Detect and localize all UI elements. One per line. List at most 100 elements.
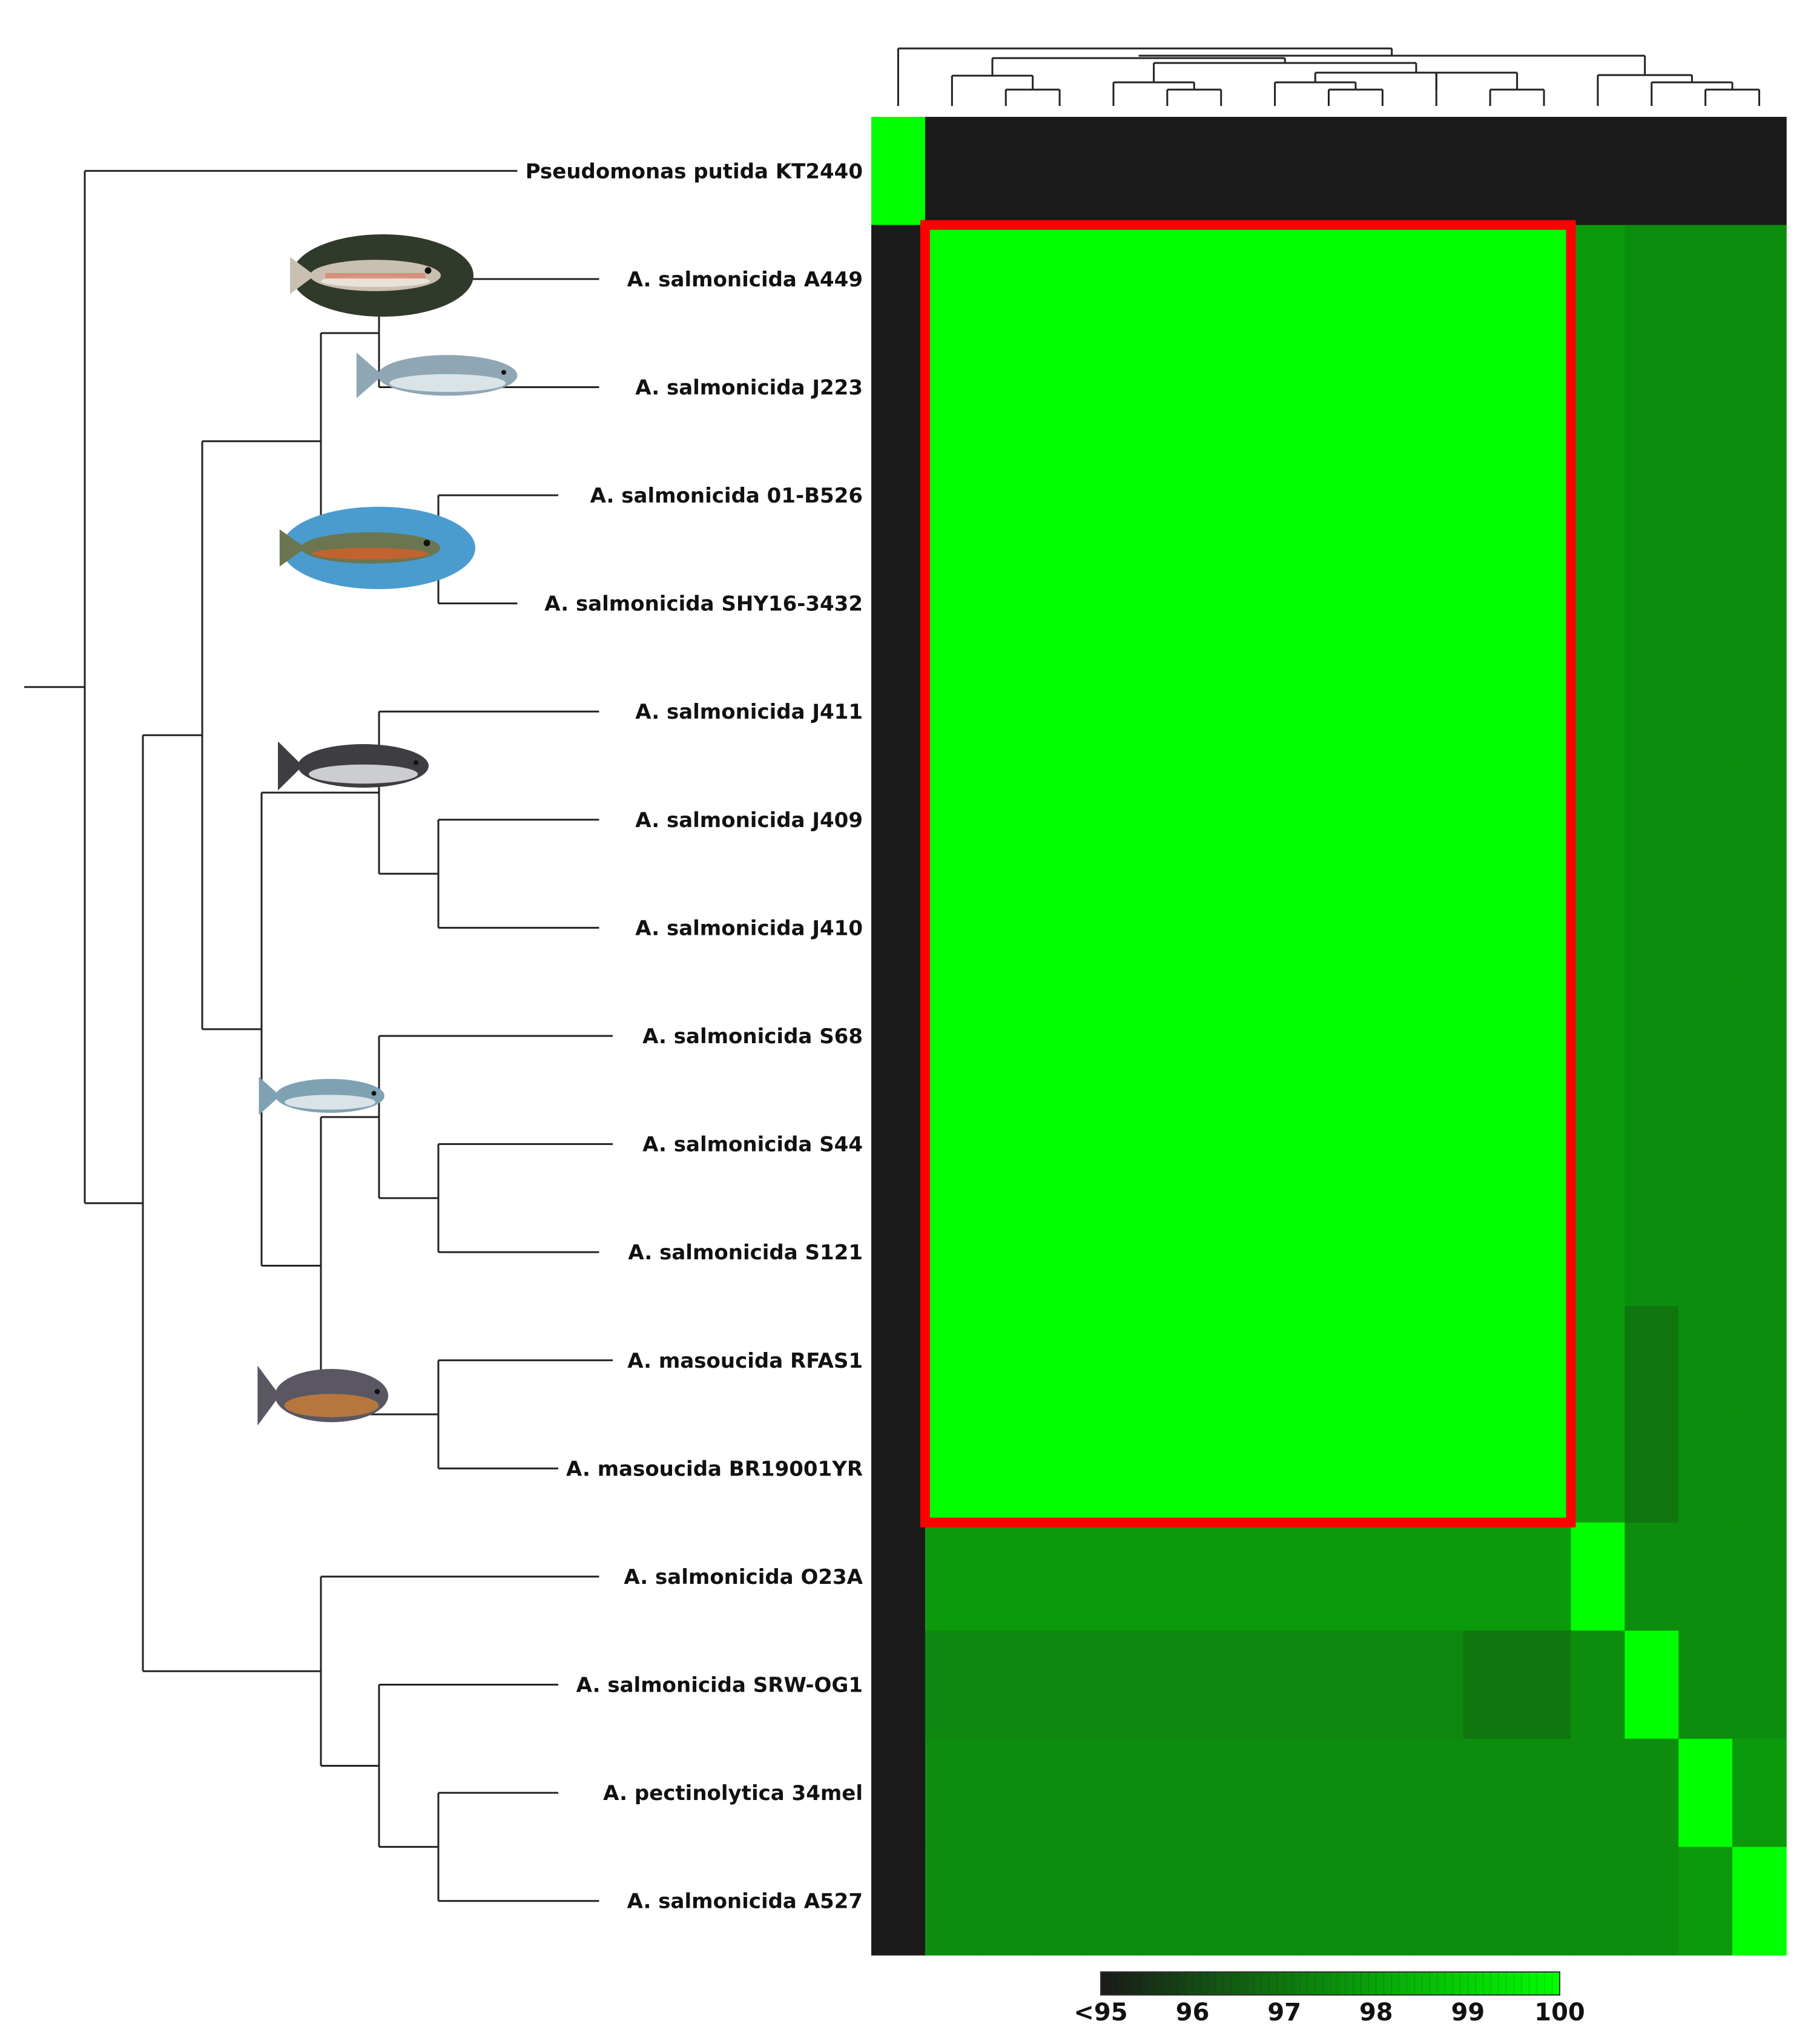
- heatmap-cell: [925, 1306, 980, 1415]
- color-scale-tick: 99: [1451, 1999, 1485, 2026]
- heatmap-cell: [1732, 117, 1787, 226]
- heatmap-cell: [1624, 874, 1680, 983]
- heatmap-cell: [1463, 765, 1518, 874]
- heatmap-cell: [1409, 1738, 1464, 1848]
- heatmap-cell: [1248, 1306, 1302, 1415]
- color-scale-tick: 97: [1267, 1999, 1301, 2026]
- heatmap-cell: [1409, 225, 1464, 334]
- heatmap-cell: [1086, 549, 1141, 658]
- heatmap-cell: [1248, 1198, 1302, 1307]
- heatmap-cell: [1355, 1847, 1410, 1956]
- heatmap-cell: [1248, 549, 1302, 658]
- heatmap-cell: [1463, 1847, 1518, 1956]
- heatmap-cell: [1624, 1306, 1680, 1415]
- heatmap-cell: [1463, 1522, 1518, 1632]
- heatmap-cell: [1678, 117, 1733, 226]
- heatmap-cell: [978, 1198, 1034, 1307]
- heatmap-cell: [1032, 1522, 1087, 1632]
- heatmap-cell: [1302, 1630, 1356, 1739]
- heatmap-cell: [978, 981, 1034, 1091]
- heatmap-cell: [1355, 1522, 1410, 1632]
- heatmap-cell: [1248, 657, 1302, 766]
- row-label: A. salmonicida 01-B526: [590, 484, 863, 508]
- heatmap-cell: [1302, 225, 1356, 334]
- heatmap-cell: [1086, 225, 1141, 334]
- heatmap-cell: [1032, 225, 1087, 334]
- heatmap-cell: [1732, 1630, 1787, 1739]
- heatmap-cell: [1194, 117, 1248, 226]
- heatmap-cell: [1355, 657, 1410, 766]
- heatmap-cell: [978, 1090, 1034, 1199]
- heatmap-cell: [1194, 1414, 1248, 1523]
- heatmap-cell: [871, 225, 926, 334]
- heatmap-cell: [1678, 657, 1733, 766]
- heatmap-cell: [871, 1090, 926, 1199]
- heatmap-cell: [1086, 1306, 1141, 1415]
- heatmap-cell: [1678, 765, 1733, 874]
- row-label: A. salmonicida S44: [642, 1133, 863, 1157]
- heatmap-cell: [1517, 1306, 1572, 1415]
- heatmap-cell: [1463, 1414, 1518, 1523]
- heatmap-cell: [1517, 1522, 1572, 1632]
- heatmap-cell: [1571, 1090, 1626, 1199]
- heatmap-cell: [1463, 225, 1518, 334]
- heatmap-cell: [978, 1522, 1034, 1632]
- heatmap-cell: [1302, 874, 1356, 983]
- heatmap-cell: [871, 117, 926, 226]
- heatmap-cell: [1302, 549, 1356, 658]
- heatmap-cell: [1624, 657, 1680, 766]
- row-label: A. masoucida RFAS1: [627, 1349, 863, 1373]
- heatmap-cell: [978, 1630, 1034, 1739]
- heatmap-cell: [1678, 1198, 1733, 1307]
- heatmap-cell: [1032, 549, 1087, 658]
- heatmap-cell: [1624, 1630, 1680, 1739]
- row-label: A. salmonicida SRW-OG1: [576, 1673, 863, 1698]
- heatmap-cell: [871, 333, 926, 442]
- heatmap-cell: [1571, 225, 1626, 334]
- heatmap-cell: [1086, 657, 1141, 766]
- heatmap-cell: [1517, 1414, 1572, 1523]
- heatmap-cell: [1140, 549, 1195, 658]
- heatmap-cell: [1355, 1090, 1410, 1199]
- heatmap-cell: [871, 441, 926, 550]
- row-label: Pseudomonas putida KT2440: [526, 159, 863, 183]
- heatmap-cell: [1517, 225, 1572, 334]
- heatmap-cell: [1086, 981, 1141, 1091]
- heatmap-cell: [1732, 874, 1787, 983]
- heatmap-cell: [1571, 1414, 1626, 1523]
- color-scale-tick: 100: [1534, 1999, 1585, 2026]
- heatmap-cell: [1355, 1198, 1410, 1307]
- heatmap-cell: [1732, 1306, 1787, 1415]
- heatmap-cell: [1624, 441, 1680, 550]
- salmon-icon: [259, 1076, 384, 1115]
- heatmap-cell: [1194, 1738, 1248, 1848]
- heatmap-cell: [1302, 765, 1356, 874]
- heatmap-cell: [925, 441, 980, 550]
- heatmap-cell: [1571, 1306, 1626, 1415]
- top-dendrogram: [897, 47, 1761, 106]
- heatmap-cell: [1140, 1414, 1195, 1523]
- heatmap-cell: [1194, 765, 1248, 874]
- heatmap-cell: [1302, 333, 1356, 442]
- heatmap-cell: [1355, 333, 1410, 442]
- heatmap-cell: [1140, 657, 1195, 766]
- heatmap-cell: [1732, 765, 1787, 874]
- heatmap-cell: [871, 1522, 926, 1632]
- rockfish-icon: [257, 1365, 389, 1426]
- heatmap-cell: [1355, 441, 1410, 550]
- heatmap-cell: [1302, 1738, 1356, 1848]
- heatmap-cell: [1624, 1738, 1680, 1848]
- heatmap-cell: [1140, 1738, 1195, 1848]
- heatmap-cell: [1571, 1847, 1626, 1956]
- row-label: A. salmonicida SHY16-3432: [544, 592, 863, 616]
- heatmap-cell: [871, 981, 926, 1091]
- heatmap-cell: [1624, 1847, 1680, 1956]
- brook-trout-icon: [279, 507, 475, 589]
- heatmap-cell: [1086, 117, 1141, 226]
- heatmap-cell: [925, 981, 980, 1091]
- heatmap-cell: [1678, 549, 1733, 658]
- row-label: A. salmonicida O23A: [624, 1565, 863, 1589]
- heatmap-cell: [1732, 333, 1787, 442]
- heatmap-cell: [1517, 549, 1572, 658]
- heatmap-cell: [1732, 981, 1787, 1091]
